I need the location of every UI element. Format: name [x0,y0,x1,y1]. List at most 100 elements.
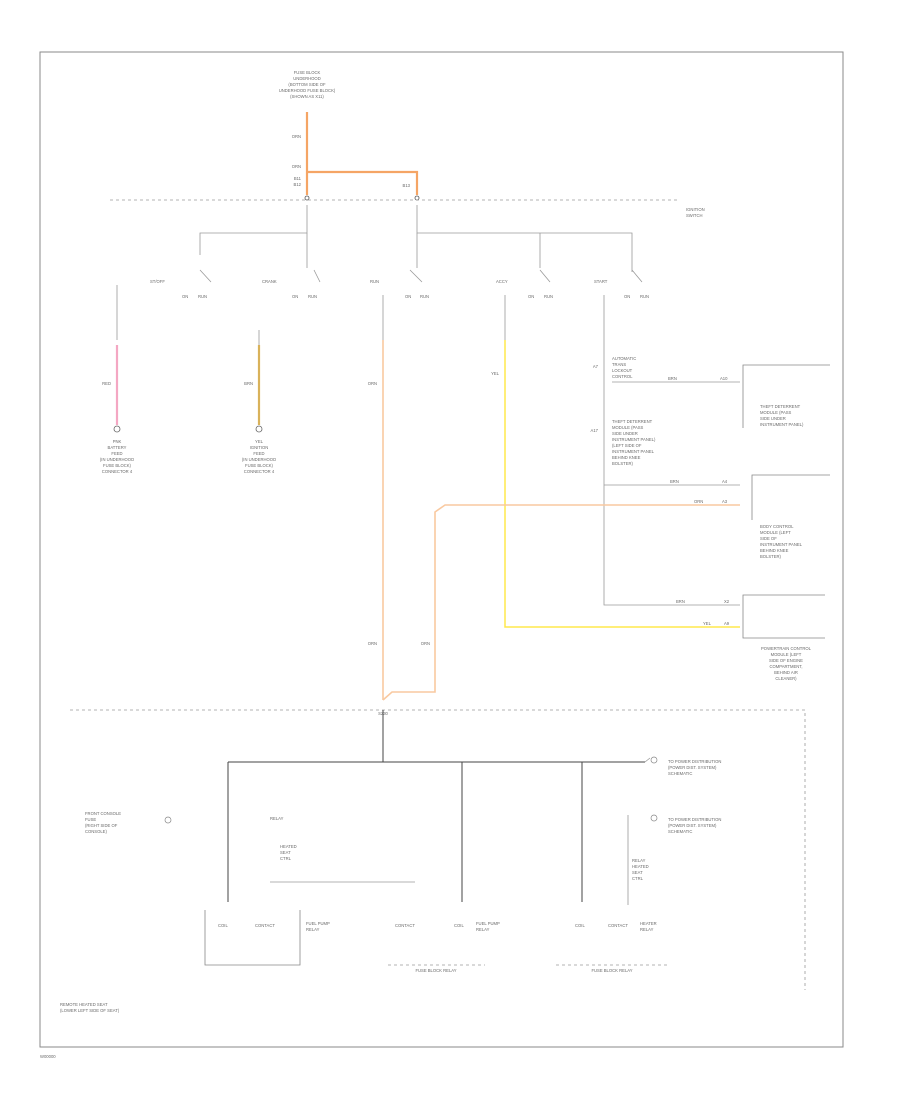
ground-line-4: CONSOLE) [85,829,107,834]
mod2-pin2: A3 [722,499,728,504]
switch-st-off-run: RUN [198,294,207,299]
mod1-label-2: MODULE (PASS [760,410,792,415]
brake-desc-3: SIDE UNDER [612,431,638,436]
run-wire-lower-label: ORN [368,641,377,646]
fuse-block-boundary [70,709,806,990]
relay1-coil: COIL [218,923,228,928]
pin-label-b11: B11 [294,176,302,181]
relay3-name-2: RELAY [640,927,654,932]
mod2-label-2: MODULE (LEFT [760,530,791,535]
ground-line-3: (RIGHT SIDE OF [85,823,118,828]
switch-st-off-on: ON [182,294,188,299]
ref1-arrow-icon [650,756,658,764]
switch-start-run: RUN [640,294,649,299]
relay-left-desc-1: RELAY [270,816,284,821]
footer-line-2: (LOWER LEFT SIDE OF SEAT) [60,1008,120,1013]
switch-row: ST/OFF ON RUN CRANK ON RUN RUN ON RUN AC… [150,269,649,299]
feed-wire-branch [307,170,419,195]
ground-arrow-icon [164,816,172,824]
switch-crank-on: ON [292,294,298,299]
start-desc-1: AUTOMATIC [612,356,636,361]
start-desc-2: TRANS [612,362,626,367]
brake-desc: THEFT DETERRENT MODULE (PASS SIDE UNDER … [612,419,656,466]
mod3-label-2: MODULE (LEFT [771,652,802,657]
switch-run-on: ON [405,294,411,299]
brake-pin: A17 [591,428,599,433]
battery-feed-terminal [113,425,121,433]
mod2-label-6: BOLSTER) [760,554,782,559]
mod3-label-4: COMPARTMENT, [769,664,802,669]
start-desc: AUTOMATIC TRANS LOCKOUT CONTROL [612,356,636,379]
footer-line-1: REMOTE HEATED SEAT [60,1002,108,1007]
relay-left-desc-2: HEATED [280,844,297,849]
ref1-line-2: (POWER DIST. SYSTEM) [668,765,717,770]
mod3-label-3: SIDE OF ENGINE [769,658,803,663]
mod1-box [742,364,830,428]
conn2-line-5: FUSE BLOCK) [245,463,274,468]
mod3-box [742,594,825,639]
switch-run-run: RUN [420,294,429,299]
ref1-label: TO POWER DISTRIBUTION (POWER DIST. SYSTE… [650,756,721,776]
switch-start: START [594,279,608,284]
mod2-wire2-label: ORN [694,499,703,504]
fuse-block-line-5: (SHOWN AS X11) [290,94,324,99]
relay-right-desc-1: RELAY [632,858,646,863]
start-desc-4: CONTROL [612,374,633,379]
mod2-label-1: BODY CONTROL [760,524,794,529]
start-pin: A7 [593,364,599,369]
ref2-line-3: SCHEMATIC [668,829,692,834]
accy-wire-label: YEL [491,371,500,376]
mod2-wire2 [382,504,740,701]
mod2-label-4: INSTRUMENT PANEL [760,542,803,547]
ground-label: FRONT CONSOLE FUSE (RIGHT SIDE OF CONSOL… [85,811,172,834]
run-wire-label: ORN [368,381,377,386]
relay-left-desc-3: SEAT [280,850,291,855]
relay-right-desc-3: SEAT [632,870,643,875]
brake-desc-6: INSTRUMENT PANEL [612,449,655,454]
conn1-line-5: FUSE BLOCK) [103,463,132,468]
switch-start-on: ON [624,294,630,299]
conn1-line-4: (IN UNDERHOOD [100,457,134,462]
conn2-line-6: CONNECTOR 4 [244,469,275,474]
switch-blades [199,269,643,283]
mod3-label-1: POWERTRAIN CONTROL [761,646,812,651]
conn2-line-1: YEL [255,439,264,444]
fuse-block-line-1: FUSE BLOCK [294,70,321,75]
relay2-name-1: FUEL PUMP [476,921,500,926]
switch-crank-run: RUN [308,294,317,299]
ignition-feed-terminal [255,425,263,433]
ref1-line-3: SCHEMATIC [668,771,692,776]
accy-wire [504,340,740,628]
sub-label-1: FUSE BLOCK RELAY [415,968,456,973]
mod1-wire-label: BRN [668,376,677,381]
lower-bus-drops [227,762,583,902]
fuse-block-line-3: (BOTTOM SIDE OF [288,82,326,87]
ref2-arrow-icon [650,814,658,822]
ignition-feed-connector-label: YEL IGNITION FEED (IN UNDERHOOD FUSE BLO… [242,439,276,474]
ignition-switch-label-2: SWITCH [686,213,703,218]
brake-desc-2: MODULE (PASS [612,425,644,430]
mod2-label-5: BEHIND KNEE [760,548,789,553]
ref1-line-1: TO POWER DISTRIBUTION [668,759,721,764]
relay-right-desc-2: HEATED [632,864,649,869]
pin-label-b13: B13 [403,183,411,188]
ref2-label: TO POWER DISTRIBUTION (POWER DIST. SYSTE… [650,814,721,834]
conn2-line-4: (IN UNDERHOOD [242,457,276,462]
battery-feed-wire-label: RED [102,381,111,386]
fuse-block-label: FUSE BLOCK UNDERHOOD (BOTTOM SIDE OF UND… [279,70,336,99]
relay1-contact: CONTACT [255,923,275,928]
fuse-block-line-4: UNDERHOOD FUSE BLOCK) [279,88,336,93]
conn1-line-6: CONNECTOR 4 [102,469,133,474]
mod1-label-1: THEFT DETERRENT [760,404,801,409]
relay1-name-2: RELAY [306,927,320,932]
conn1-line-2: BATTERY [108,445,127,450]
mod1-label-4: INSTRUMENT PANEL) [760,422,804,427]
mod1-label: THEFT DETERRENT MODULE (PASS SIDE UNDER … [760,404,804,427]
mod2-wire2-lower-label: ORN [421,641,430,646]
start-wire [603,295,740,606]
ref1-leader [644,757,651,763]
relay-left-desc-4: CTRL [280,856,292,861]
relay-left-desc: RELAY HEATED SEAT CTRL [270,816,297,861]
mod1-label-3: SIDE UNDER [760,416,786,421]
mod1-pin: A10 [720,376,728,381]
